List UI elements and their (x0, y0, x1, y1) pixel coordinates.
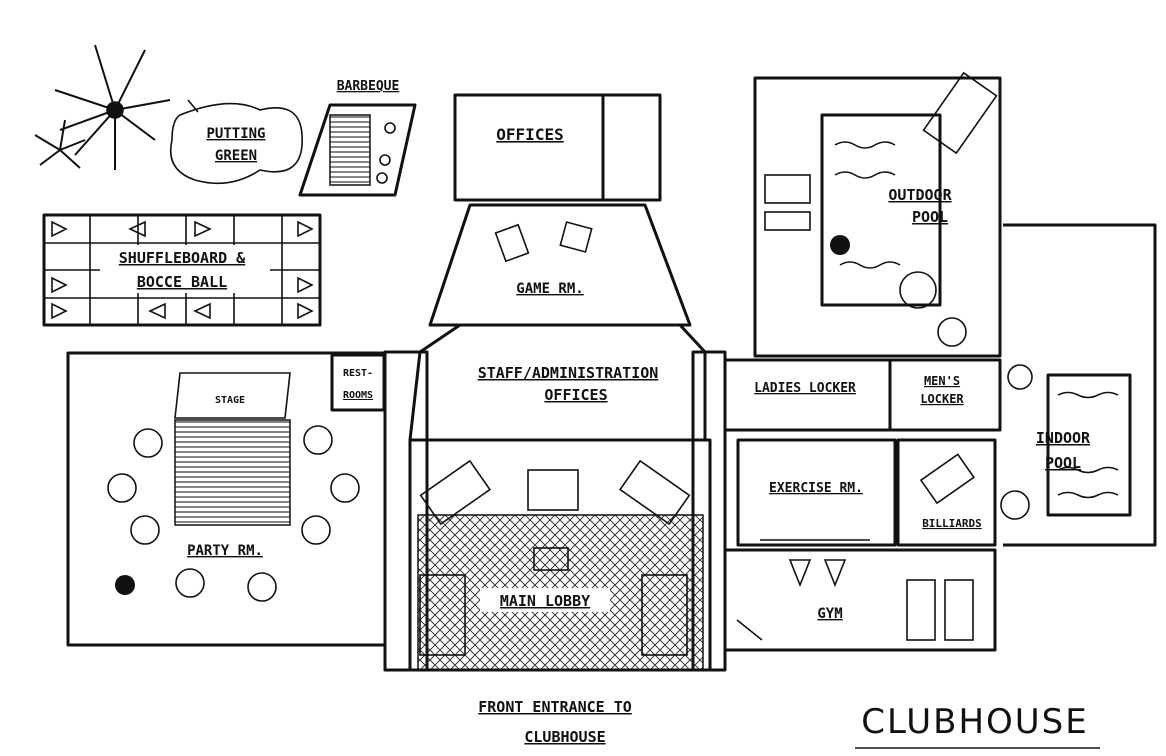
restrooms: REST- ROOMS (330, 353, 386, 412)
front-entrance-label-1: FRONT ENTRANCE TO (478, 698, 632, 716)
gym-label: GYM (817, 606, 842, 622)
grill-icon (329, 114, 371, 186)
stage-label: STAGE (215, 395, 245, 406)
exercise-billiards: EXERCISE RM. BILLIARDS (736, 438, 997, 547)
table-icon (764, 174, 811, 204)
party-room-label: PARTY RM. (187, 543, 263, 559)
barbeque-area: BARBEQUE (298, 79, 417, 197)
mens-locker-label-2: LOCKER (920, 392, 964, 406)
putting-green: PUTTING GREEN (170, 99, 303, 185)
table-chairs-icon (1000, 490, 1030, 520)
indoor-pool-area: INDOOR POOL (1000, 223, 1157, 547)
umbrella-icon (937, 317, 967, 347)
restrooms-label-2: ROOMS (343, 390, 373, 401)
main-lobby: MAIN LOBBY (383, 350, 727, 672)
beach-ball-icon (830, 235, 850, 255)
indoor-pool-label-2: POOL (1045, 454, 1081, 472)
outdoor-pool-label-2: POOL (912, 208, 948, 226)
staff-admin-label-2: OFFICES (544, 386, 607, 404)
palm-trees-icon (34, 44, 171, 170)
dance-floor (174, 419, 291, 526)
front-entrance-label-2: CLUBHOUSE (524, 728, 605, 746)
balloons-icon (115, 575, 135, 595)
round-tables-icon (107, 425, 360, 602)
staff-admin-label-1: STAFF/ADMINISTRATION (478, 364, 659, 382)
putting-green-label-1: PUTTING (206, 126, 265, 142)
main-lobby-label: MAIN LOBBY (500, 592, 590, 610)
indoor-pool-label-1: INDOOR (1036, 429, 1091, 447)
offices-room: OFFICES (453, 93, 662, 202)
exercise-room-label: EXERCISE RM. (769, 481, 863, 496)
planter-icon (419, 574, 466, 656)
outdoor-pool-label-1: OUTDOOR (888, 186, 952, 204)
staff-administration-offices: STAFF/ADMINISTRATION OFFICES (408, 323, 707, 442)
sofa-icon-2 (618, 459, 691, 526)
reception-desk-icon (527, 469, 579, 511)
planter-icon-2 (641, 574, 688, 656)
game-room: GAME RM. (428, 203, 692, 327)
shuffleboard-label-1: SHUFFLEBOARD & (119, 249, 246, 267)
barbeque-label: BARBEQUE (337, 79, 400, 94)
mens-locker-label-1: MEN'S (924, 374, 960, 388)
putting-green-label-2: GREEN (215, 148, 257, 164)
shuffleboard-bocce-courts: SHUFFLEBOARD & BOCCE BALL (42, 213, 322, 327)
dice-icon-2 (559, 221, 593, 253)
gym: GYM (723, 548, 997, 652)
ball-icon (899, 271, 937, 309)
weight-machines-icon (736, 559, 974, 641)
offices-label: OFFICES (496, 125, 563, 144)
plant-icon (1007, 364, 1033, 390)
restrooms-label-1: REST- (343, 368, 373, 379)
lounge-chairs-icon (922, 71, 998, 155)
sofa-icon (419, 459, 492, 526)
ladies-locker-label: LADIES LOCKER (754, 381, 856, 396)
game-room-label: GAME RM. (516, 281, 583, 297)
outdoor-pool-area: OUTDOOR POOL (753, 71, 1002, 358)
coffee-table-icon (533, 547, 569, 571)
shuffleboard-label-2: BOCCE BALL (137, 273, 227, 291)
clubhouse-title: CLUBHOUSE (861, 702, 1088, 742)
dice-icon (494, 223, 530, 263)
locker-rooms: LADIES LOCKER MEN'S LOCKER (723, 358, 1002, 432)
billiard-table-icon (919, 453, 975, 505)
front-entrance: FRONT ENTRANCE TO CLUBHOUSE (478, 698, 632, 746)
billiards-label: BILLIARDS (922, 517, 982, 530)
party-room: STAGE PARTY RM. (66, 351, 387, 647)
